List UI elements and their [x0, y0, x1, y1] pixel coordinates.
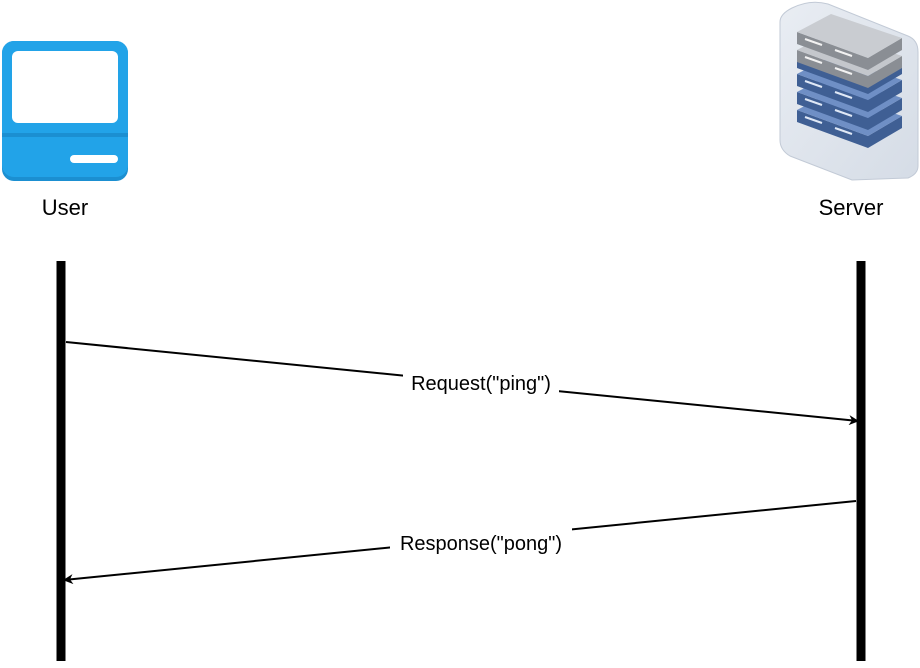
response-label: Response("pong")	[400, 533, 562, 555]
response-message: Response("pong")	[63, 500, 857, 585]
server-label: Server	[819, 195, 884, 220]
request-message: Request("ping")	[65, 341, 859, 426]
user-label: User	[42, 195, 88, 220]
response-label-background	[390, 528, 572, 556]
request-label: Request("ping")	[411, 373, 551, 395]
server-rack-icon	[779, 1, 919, 181]
desktop-computer-icon	[2, 41, 128, 181]
request-label-background	[403, 368, 559, 396]
